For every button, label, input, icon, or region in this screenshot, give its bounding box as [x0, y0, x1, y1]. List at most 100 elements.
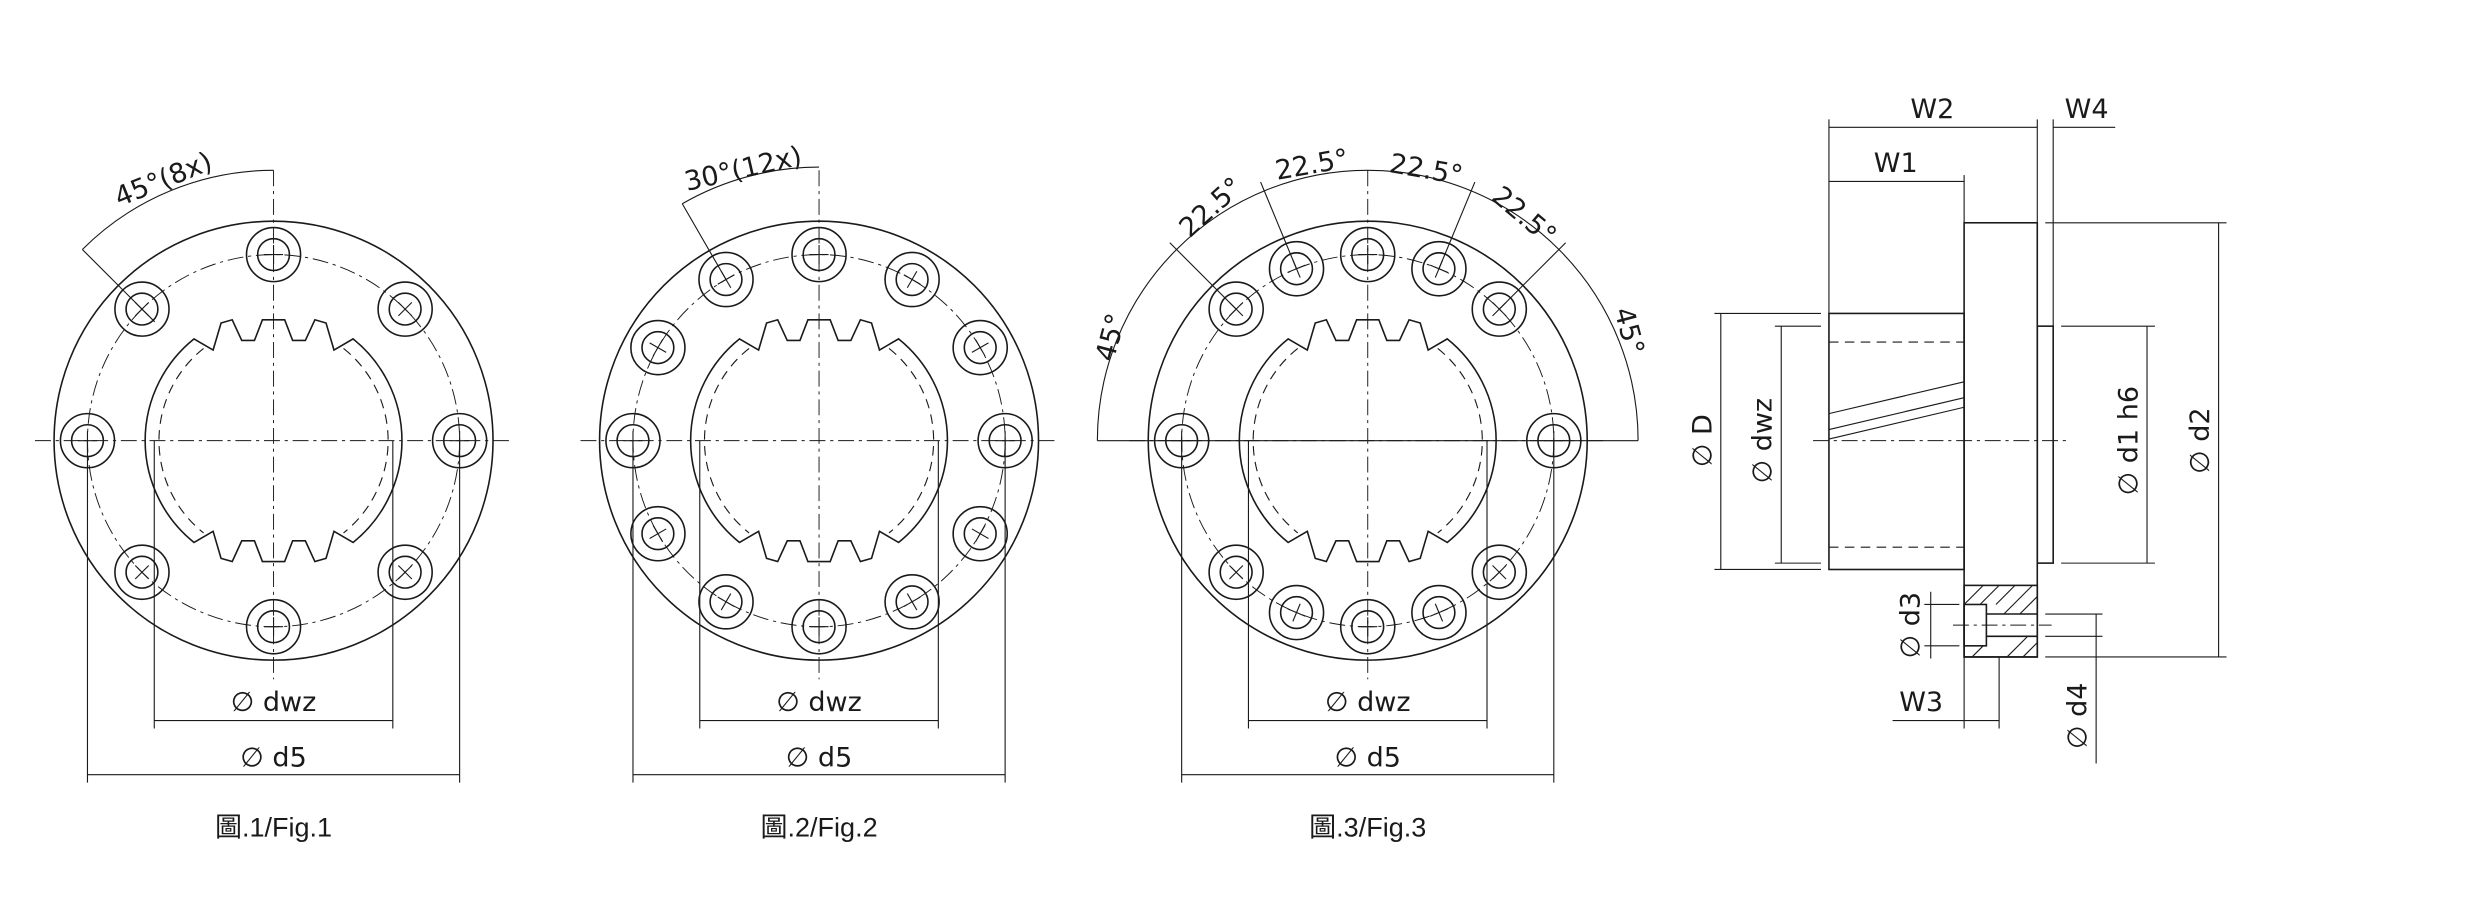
fig3-dwz-label: ∅ dwz: [1325, 687, 1411, 718]
counterbore: [1471, 281, 1528, 337]
bolt-hole: [1208, 544, 1264, 601]
hole-center-mark: [903, 596, 921, 608]
bolt-hole-bore: [709, 262, 743, 297]
w1-label: W1: [1874, 148, 1918, 179]
fig2-d5-label: ∅ d5: [786, 743, 852, 774]
bore-hidden-line: [1252, 347, 1483, 534]
counterbore: [1411, 584, 1467, 641]
hole-center-mark: [397, 301, 413, 317]
bolt-hole: [377, 281, 433, 337]
fig3-angle-label-22-5: 22.5°: [1387, 148, 1465, 191]
dwz-side-label: ∅ dwz: [1748, 398, 1779, 484]
bolt-hole: [1411, 584, 1467, 641]
hole-center-mark: [1229, 565, 1244, 580]
bolt-hole-bore: [125, 292, 159, 326]
bolt-hole: [245, 598, 302, 655]
bolt-hole: [245, 226, 302, 283]
d-label: ∅ D: [1687, 414, 1718, 467]
bolt-hole: [884, 573, 940, 630]
bolt-hole: [630, 505, 686, 562]
bolt-hole-bore: [641, 330, 675, 365]
w4-label: W4: [2065, 94, 2109, 125]
angle-extension-line: [1260, 181, 1298, 269]
bolt-hole-bore: [802, 237, 836, 272]
counterbore: [884, 573, 940, 630]
bolt-hole: [1339, 598, 1396, 655]
angle-dimension-arc: [1096, 169, 1639, 441]
counterbore: [698, 251, 754, 308]
counterbore: [1339, 598, 1396, 655]
fig2-angle-label: 30°(12x): [682, 141, 805, 198]
bolt-hole-bore: [388, 292, 422, 326]
bolt-hole-bore: [1422, 252, 1456, 286]
bolt-hole-bore: [256, 610, 291, 644]
fig3-d5-label: ∅ d5: [1334, 743, 1400, 774]
counterbore: [114, 281, 170, 337]
fig3-caption: 圖.3/Fig.3: [1309, 813, 1426, 843]
counterbore: [698, 573, 754, 630]
bolt-hole-bore: [1422, 595, 1456, 630]
angle-dimension-arc: [81, 169, 274, 250]
w2-label: W2: [1910, 94, 1954, 125]
counterbore: [377, 544, 433, 601]
bolt-hole-bore: [802, 610, 836, 644]
bolt-hole-bore: [1482, 292, 1517, 326]
splined-bore: [1238, 318, 1497, 563]
bolt-hole: [1268, 584, 1325, 641]
hole-center-mark: [134, 565, 150, 580]
bore-hidden-line: [158, 347, 389, 534]
hole-center-mark: [1492, 565, 1507, 580]
angle-dimension-arc: [681, 166, 820, 205]
hole-center-mark: [1229, 301, 1244, 317]
bolt-hole: [1208, 281, 1264, 337]
bolt-hole-bore: [1482, 555, 1517, 589]
fig3-angle-label-22-5: 22.5°: [1486, 181, 1562, 252]
hole-center-mark: [974, 525, 986, 543]
fig1-dwz-label: ∅ dwz: [231, 687, 317, 718]
counterbore: [791, 598, 847, 655]
hole-center-mark: [652, 525, 664, 543]
figure-3: [1096, 169, 1639, 783]
counterbore: [1268, 240, 1325, 297]
bolt-hole-bore: [388, 555, 422, 589]
counterbore: [630, 319, 686, 376]
bolt-hole: [884, 251, 940, 308]
d2-label: ∅ d2: [2185, 407, 2216, 473]
angle-extension-line: [1169, 242, 1237, 310]
bolt-hole-bore: [895, 585, 929, 619]
bolt-hole: [952, 319, 1009, 376]
hole-center-mark: [1429, 608, 1448, 617]
bolt-hole-bore: [709, 585, 743, 619]
bolt-hole-bore: [1279, 252, 1314, 286]
d3-label: ∅ d3: [1896, 592, 1927, 658]
fig3-angle-label-22-5: 22.5°: [1174, 172, 1249, 244]
bolt-hole: [377, 544, 433, 601]
counterbore: [791, 226, 847, 283]
angle-extension-line: [681, 203, 727, 280]
angle-extension-line: [1498, 242, 1567, 310]
splined-bore: [689, 318, 949, 563]
counterbore: [114, 544, 170, 601]
hole-center-mark: [717, 596, 735, 608]
counterbore: [1208, 281, 1264, 337]
bolt-hole-bore: [963, 330, 997, 365]
fig2-dwz-label: ∅ dwz: [776, 687, 862, 718]
bore-hidden-line: [703, 347, 935, 534]
hole-center-mark: [903, 274, 921, 285]
bolt-hole-bore: [1219, 555, 1253, 589]
counterbore: [245, 226, 302, 283]
bolt-hole-bore: [125, 555, 159, 589]
fig3-angle-label-22-5: 22.5°: [1273, 143, 1351, 186]
counterbore: [1268, 584, 1325, 641]
fig1-angle-label: 45°(8x): [110, 146, 216, 213]
bolt-hole-bore: [1279, 595, 1314, 630]
counterbore: [952, 319, 1009, 376]
bolt-hole-bore: [895, 262, 929, 297]
bolt-hole-bore: [1351, 237, 1385, 272]
bolt-hole: [630, 319, 686, 376]
bolt-hole: [698, 573, 754, 630]
figure-2: [580, 166, 1058, 783]
bolt-hole: [791, 598, 847, 655]
d1-label: ∅ d1 h6: [2113, 386, 2144, 495]
hole-center-mark: [974, 339, 986, 357]
